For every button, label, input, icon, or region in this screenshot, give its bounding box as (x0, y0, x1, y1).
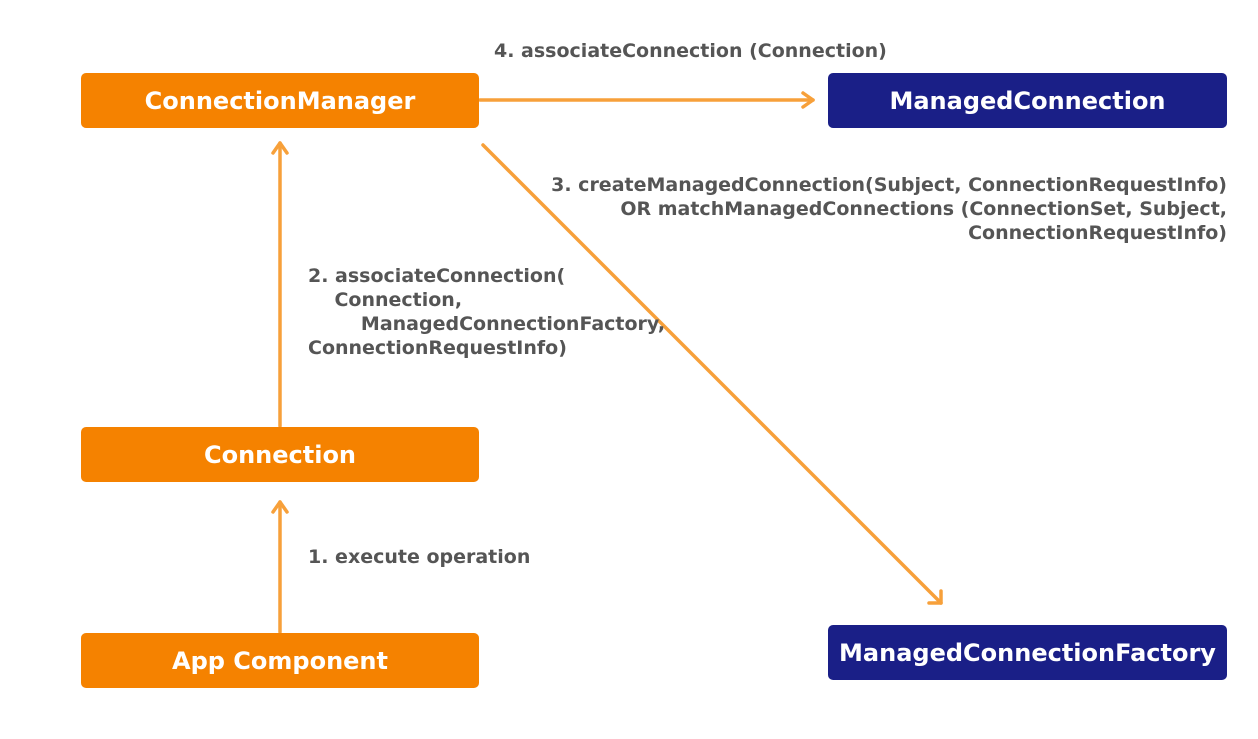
step4-label: 4. associateConnection (Connection) (494, 40, 887, 62)
arrowhead-manager-to-managed-connection (801, 91, 815, 109)
step2-label: 2. associateConnection( Connection, Mana… (308, 265, 666, 359)
arrow-manager-to-factory (481, 143, 943, 605)
managed-connection-factory-node: ManagedConnectionFactory (828, 625, 1227, 680)
arrowhead-connection-to-manager (271, 141, 289, 155)
managed-connection-node: ManagedConnection (828, 73, 1227, 128)
connection-node: Connection (81, 427, 479, 482)
arrowhead-app-to-connection (271, 500, 289, 514)
connection-manager-node: ConnectionManager (81, 73, 479, 128)
step3-label: 3. createManagedConnection(Subject, Conn… (551, 174, 1227, 244)
arrowhead-manager-to-factory (927, 589, 943, 605)
step1-label: 1. execute operation (308, 546, 531, 568)
app-component-node: App Component (81, 633, 479, 688)
